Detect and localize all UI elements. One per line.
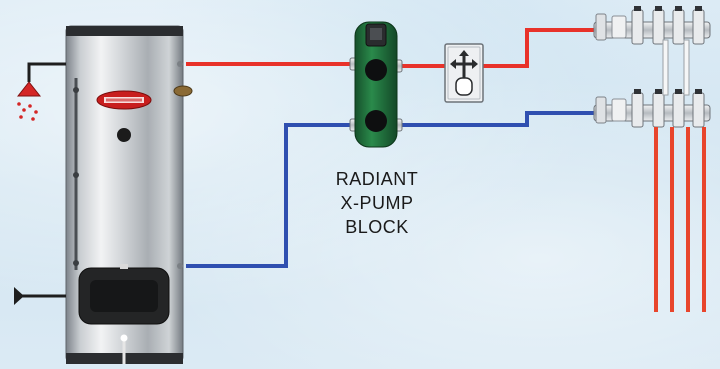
radiant-floor-loops — [654, 127, 706, 312]
pump-block-label: RADIANT X-PUMP BLOCK — [318, 167, 436, 239]
return-manifold — [593, 89, 711, 128]
tank-port — [117, 128, 131, 142]
return-pipe — [186, 111, 596, 268]
water-heater-tank — [65, 25, 193, 364]
brand-logo — [96, 90, 152, 110]
pump-motor-top — [365, 59, 387, 81]
pump-block-label-line-1: RADIANT — [335, 169, 419, 189]
drain-valve — [120, 334, 128, 364]
cold-water-inlet — [14, 287, 66, 305]
supply-pipe — [186, 28, 596, 68]
mixing-valve-icon — [444, 43, 484, 103]
pump-block — [349, 21, 403, 148]
tank-fitting — [173, 85, 193, 97]
pump-block-label-line-2: X-PUMP — [340, 193, 414, 213]
control-box — [78, 264, 170, 325]
pump-block-label-line-3: BLOCK — [345, 217, 409, 237]
manifold-connectors — [662, 39, 690, 96]
shower-head-icon — [16, 62, 66, 121]
supply-manifold — [593, 6, 711, 45]
pump-motor-bottom — [365, 110, 387, 132]
